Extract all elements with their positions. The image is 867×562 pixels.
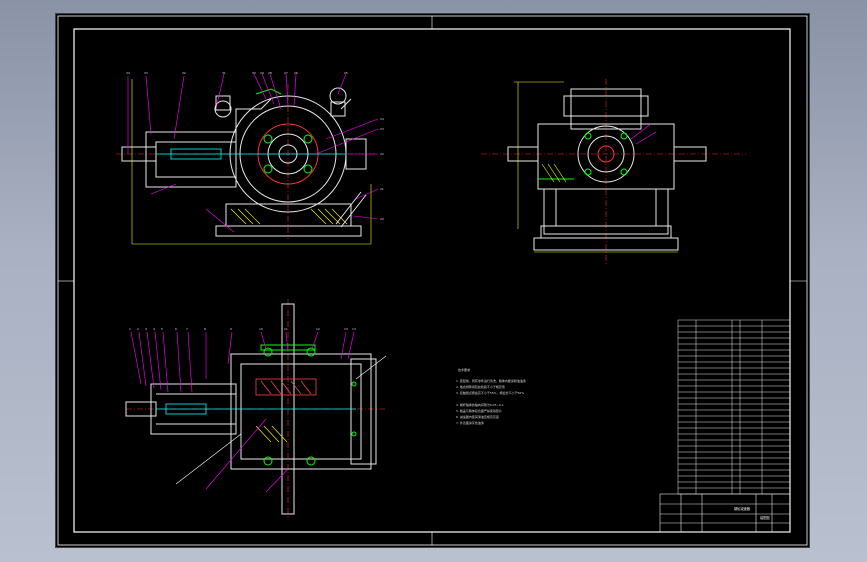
svg-text:10: 10: [259, 327, 263, 331]
technical-notes: 技术要求 1. 装配前，所有零件进行清洗，箱体内壁涂耐油油漆 2. 啮合侧隙用铅…: [456, 367, 526, 425]
svg-text:27: 27: [284, 71, 288, 75]
side-view: [481, 79, 746, 264]
svg-text:21: 21: [380, 187, 384, 191]
svg-text:13: 13: [344, 327, 348, 331]
svg-text:8: 8: [204, 327, 206, 331]
parts-list-table: [677, 319, 791, 495]
drawing-frame: [57, 15, 808, 546]
title-drawing-no: 装配图: [760, 515, 770, 520]
svg-text:34: 34: [126, 71, 130, 75]
svg-text:23: 23: [380, 127, 384, 131]
notes-heading: 技术要求: [458, 367, 470, 372]
note-line: 1. 装配前，所有零件进行清洗，箱体内壁涂耐油油漆: [456, 378, 526, 383]
note-line: 7. 外表面涂灰色油漆: [456, 420, 484, 425]
svg-text:20: 20: [380, 217, 384, 221]
svg-text:24: 24: [380, 117, 384, 121]
svg-text:3: 3: [145, 327, 147, 331]
svg-text:26: 26: [294, 71, 298, 75]
note-line: 3. 接触斑点按齿高不小于55%，按齿长不小于50%: [456, 390, 524, 395]
svg-text:29: 29: [260, 71, 264, 75]
svg-text:33: 33: [144, 71, 148, 75]
svg-text:14: 14: [352, 327, 356, 331]
svg-text:7: 7: [186, 327, 188, 331]
svg-text:22: 22: [380, 152, 384, 156]
svg-text:30: 30: [252, 71, 256, 75]
title-block: [659, 493, 791, 533]
svg-text:11: 11: [284, 327, 288, 331]
svg-text:6: 6: [175, 327, 177, 331]
svg-text:5: 5: [161, 327, 163, 331]
note-line: 4. 蜗杆轴承的轴向间隙为0.05~0.1: [456, 402, 504, 407]
note-line: 2. 啮合侧隙用铅丝检验不小于规定值: [456, 384, 505, 389]
note-line: 6. 减速器内装润滑油至规定高度: [456, 414, 499, 419]
svg-text:9: 9: [230, 327, 232, 331]
svg-text:32: 32: [182, 71, 186, 75]
front-view: 34 33 32 31 30 29 28 27 26 25 24 23 22 21 20: [116, 71, 384, 245]
svg-text:4: 4: [153, 327, 155, 331]
title-main: 蜗轮减速器: [734, 506, 751, 511]
svg-text:12: 12: [316, 327, 320, 331]
svg-text:28: 28: [268, 71, 272, 75]
svg-text:1: 1: [129, 327, 131, 331]
svg-text:31: 31: [222, 71, 226, 75]
svg-text:2: 2: [137, 327, 139, 331]
svg-text:25: 25: [344, 71, 348, 75]
note-line: 5. 箱盖与箱体接合面严禁使用垫片: [456, 408, 502, 413]
